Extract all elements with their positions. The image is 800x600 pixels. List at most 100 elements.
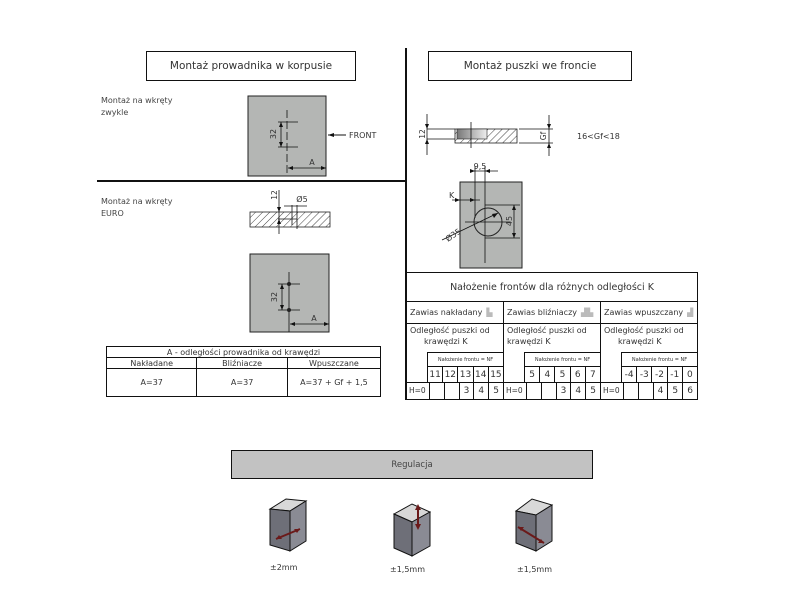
distance-label: Odległość puszki od krawędzi K bbox=[507, 326, 587, 346]
k-value: 14 bbox=[472, 367, 488, 383]
dim-32-label: 32 bbox=[269, 129, 278, 139]
k-value: 5 bbox=[554, 367, 569, 383]
table-a-distances: A - odległości prowadnika od krawędzi Na… bbox=[105, 346, 382, 397]
hinge-icon: ▙ bbox=[486, 307, 493, 317]
nf-value: 5 bbox=[488, 383, 503, 399]
hinge-header: Zawias nakładany ▙ bbox=[407, 301, 503, 324]
front-section-drawing: 12 Gf 16<Gf<18 bbox=[418, 114, 620, 156]
dim-A-label: A bbox=[309, 158, 315, 167]
regulation-title: Regulacja bbox=[391, 459, 433, 470]
front-panel bbox=[459, 181, 523, 269]
dim-9-5-label: 9,5 bbox=[474, 162, 487, 171]
dim-32-label: 32 bbox=[270, 292, 279, 302]
k-value: 6 bbox=[569, 367, 585, 383]
distance-label: Odległość puszki od krawędzi K bbox=[604, 326, 684, 346]
section-board bbox=[249, 211, 331, 228]
k-values-row: 11 12 13 14 15 bbox=[427, 366, 503, 383]
h-label: H=0 bbox=[603, 386, 620, 395]
overlay-col-twin-hinge: Zawias bliźniaczy ▟▙ Odległość puszki od… bbox=[504, 301, 601, 399]
cube-side-adjust-icon bbox=[268, 498, 308, 552]
panel-drawing-normal: 32 A FRONT bbox=[247, 95, 376, 177]
dim-12-label: 12 bbox=[418, 129, 427, 139]
k-value: 15 bbox=[487, 367, 503, 383]
nf-value: 4 bbox=[652, 383, 668, 399]
nf-values-row: H=0 3 4 5 bbox=[407, 382, 503, 399]
nf-label: Nałożenie frontu = NF bbox=[524, 352, 600, 367]
h-label: H=0 bbox=[506, 386, 523, 395]
dim-Gf-label: Gf bbox=[539, 131, 548, 140]
nf-value: 4 bbox=[570, 383, 585, 399]
k-value: -4 bbox=[621, 367, 636, 383]
k-value: 4 bbox=[539, 367, 554, 383]
k-value: 5 bbox=[524, 367, 539, 383]
k-value: 0 bbox=[681, 367, 697, 383]
right-section-title: Montaż puszki we froncie bbox=[428, 51, 632, 81]
front-label: FRONT bbox=[349, 131, 376, 140]
nf-value: 6 bbox=[682, 383, 697, 399]
nf-value: 3 bbox=[555, 383, 571, 399]
nf-values-row: H=0 3 4 5 bbox=[504, 382, 600, 399]
screws-normal-label: Montaż na wkręty zwykle bbox=[101, 96, 173, 117]
cup-hole-drawing: 9,5 K Ø35 45 bbox=[441, 162, 523, 269]
table-a-header: Wpuszczane bbox=[286, 357, 382, 369]
overlay-col-inset-hinge: Zawias wpuszczany ▟ Odległość puszki od … bbox=[601, 301, 697, 399]
right-title-text: Montaż puszki we froncie bbox=[463, 60, 597, 72]
regulation-bar: Regulacja bbox=[231, 450, 593, 479]
distance-label: Odległość puszki od krawędzi K bbox=[410, 326, 490, 346]
table-a-caption: A - odległości prowadnika od krawędzi bbox=[106, 346, 381, 358]
k-value: 13 bbox=[457, 367, 472, 383]
center-divider bbox=[405, 48, 407, 400]
nf-value bbox=[526, 383, 541, 399]
nf-value bbox=[429, 383, 444, 399]
nf-value: 4 bbox=[473, 383, 488, 399]
cube-vertical-adjust-icon bbox=[392, 503, 432, 557]
dim-45-label: 45 bbox=[505, 216, 514, 226]
nf-values-row: H=0 4 5 6 bbox=[601, 382, 697, 399]
dim-d5-label: Ø5 bbox=[296, 194, 307, 204]
cube-label: ±1,5mm bbox=[390, 565, 426, 574]
cube-label: ±2mm bbox=[270, 563, 298, 572]
cube-label: ±1,5mm bbox=[517, 565, 553, 574]
panel-drawing-euro: 32 A bbox=[249, 253, 330, 333]
hinge-header: Zawias bliźniaczy ▟▙ bbox=[504, 301, 600, 324]
k-value: -2 bbox=[651, 367, 666, 383]
nf-value: 3 bbox=[458, 383, 474, 399]
k-value: 12 bbox=[442, 367, 457, 383]
screws-euro-label: Montaż na wkręty EURO bbox=[101, 197, 173, 218]
table-a-header: Nakładane bbox=[105, 357, 198, 369]
cube-depth-adjust-icon bbox=[514, 498, 554, 552]
nf-label: Nałożenie frontu = NF bbox=[427, 352, 503, 367]
table-a-value: A=37 bbox=[196, 368, 288, 397]
dim-12-label: 12 bbox=[270, 190, 279, 200]
k-value: -3 bbox=[636, 367, 651, 383]
gf-range-label: 16<Gf<18 bbox=[577, 132, 620, 141]
k-values-row: -4 -3 -2 -1 0 bbox=[621, 366, 697, 383]
k-value: -1 bbox=[666, 367, 682, 383]
h-label: H=0 bbox=[409, 386, 426, 395]
left-title-text: Montaż prowadnika w korpusie bbox=[169, 60, 333, 72]
overlay-table-title: Nałożenie frontów dla różnych odległości… bbox=[407, 273, 697, 302]
nf-label: Nałożenie frontu = NF bbox=[621, 352, 697, 367]
nf-value bbox=[623, 383, 638, 399]
cup-hole bbox=[456, 128, 488, 140]
k-value: 7 bbox=[584, 367, 600, 383]
k-value: 11 bbox=[427, 367, 442, 383]
dim-K-label: K bbox=[449, 191, 455, 200]
nf-value bbox=[637, 383, 653, 399]
hinge-icon: ▟▙ bbox=[581, 307, 594, 317]
table-a-value: A=37 bbox=[105, 368, 198, 397]
dim-A-label: A bbox=[311, 314, 317, 323]
table-a-value: A=37 + Gf + 1,5 bbox=[286, 368, 382, 397]
hinge-header: Zawias wpuszczany ▟ bbox=[601, 301, 697, 324]
panel-rect bbox=[249, 253, 330, 333]
hinge-icon: ▟ bbox=[687, 307, 694, 317]
left-section-title: Montaż prowadnika w korpusie bbox=[146, 51, 356, 81]
k-values-row: 5 4 5 6 7 bbox=[524, 366, 600, 383]
table-a-header: Bliźniacze bbox=[196, 357, 288, 369]
overlay-table: Nałożenie frontów dla różnych odległości… bbox=[406, 272, 698, 400]
nf-value: 5 bbox=[667, 383, 682, 399]
nf-value bbox=[540, 383, 556, 399]
overlay-col-overlay-hinge: Zawias nakładany ▙ Odległość puszki od k… bbox=[407, 301, 504, 399]
left-divider bbox=[97, 180, 406, 182]
euro-section-drawing: 12 Ø5 bbox=[249, 190, 331, 234]
